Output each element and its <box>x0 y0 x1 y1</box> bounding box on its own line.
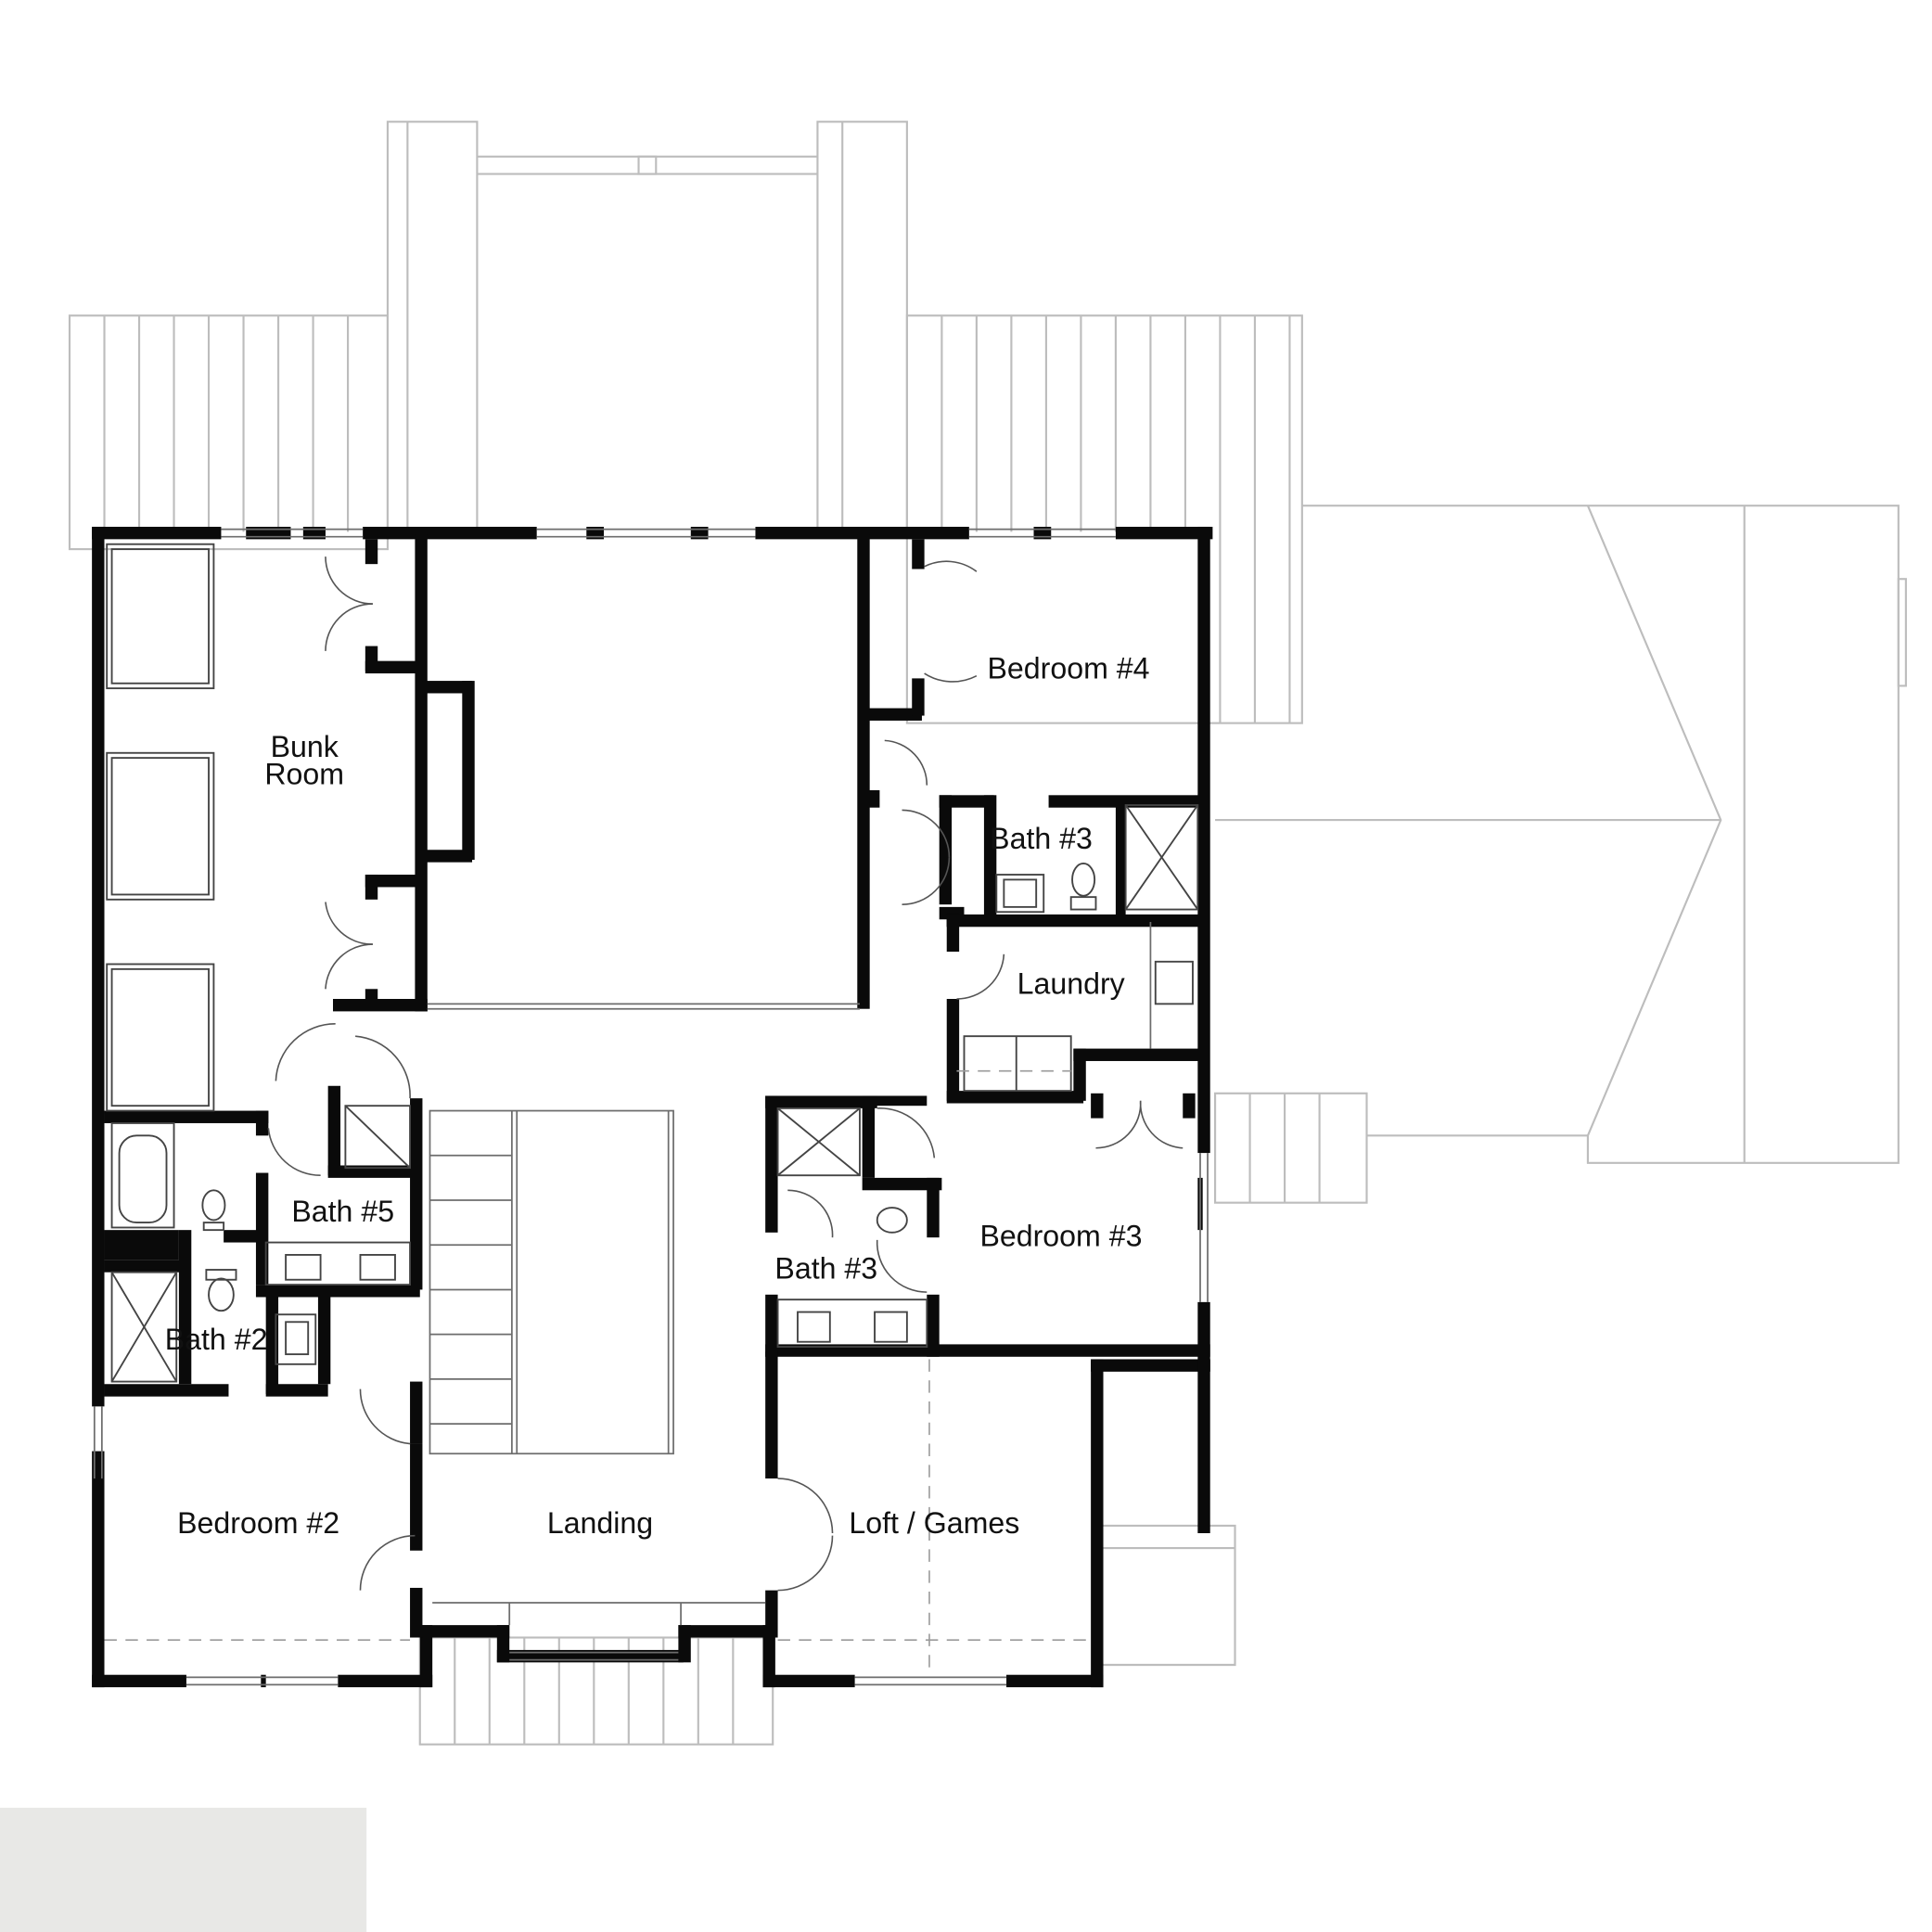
label-landing: Landing <box>547 1506 653 1540</box>
label-bath-2: Bath #2 <box>165 1323 268 1356</box>
label-bunk-room-line2: Room <box>264 757 344 790</box>
windows <box>93 528 1209 1686</box>
label-bedroom-3: Bedroom #3 <box>979 1220 1142 1253</box>
bunk-beds <box>106 543 215 1112</box>
label-bedroom-4: Bedroom #4 <box>988 651 1150 685</box>
label-bath-3-upper: Bath #3 <box>990 822 1093 855</box>
label-loft-games: Loft / Games <box>849 1506 1019 1540</box>
label-bath-5: Bath #5 <box>291 1195 394 1228</box>
label-bedroom-2: Bedroom #2 <box>177 1506 339 1540</box>
room-labels: Bunk Room Bedroom #4 Bath #3 Laundry Bat… <box>165 651 1150 1540</box>
dashed-lines <box>104 1359 1092 1675</box>
door-swings <box>267 557 1184 1592</box>
corner-block <box>0 1808 367 1932</box>
right-roof-seams <box>940 315 1291 723</box>
walls <box>92 526 1213 1688</box>
label-bath-3-lower: Bath #3 <box>774 1251 877 1285</box>
fixtures <box>110 804 1199 1383</box>
stairs <box>427 1003 860 1626</box>
label-bunk-room-line1: Bunk <box>271 730 339 763</box>
left-roof-seams <box>103 315 350 532</box>
label-laundry: Laundry <box>1017 967 1125 1001</box>
roof-outline <box>68 121 1907 1746</box>
